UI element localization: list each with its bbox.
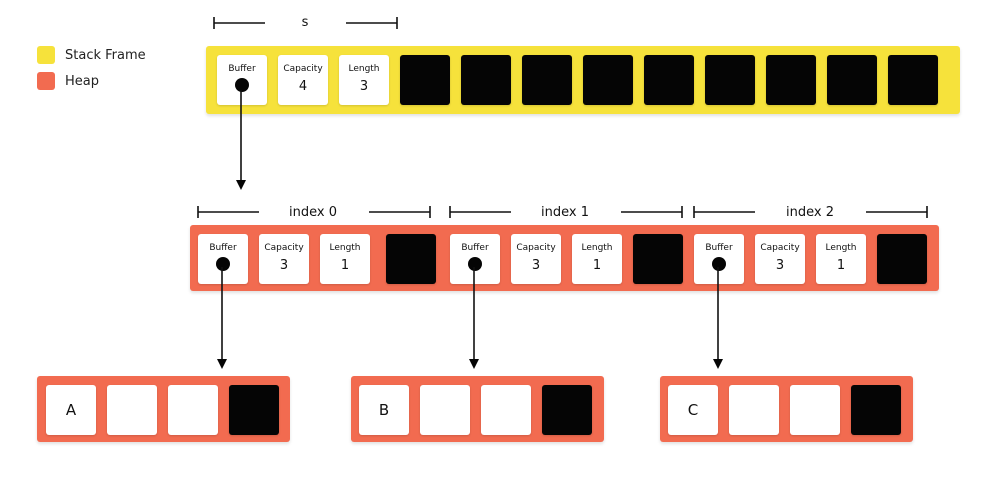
element-1-capacity-cell: Capacity 3 — [511, 234, 561, 284]
stack-unused-block — [766, 55, 816, 105]
buffer-a-item-cell: A — [46, 385, 96, 435]
legend-heap-swatch — [37, 72, 55, 90]
index-1-label: index 1 — [541, 205, 589, 220]
element-0-pointer-dot — [216, 257, 230, 271]
index-1-bracket — [449, 206, 683, 218]
stack-unused-block — [705, 55, 755, 105]
buffer-a-unused-block — [229, 385, 279, 435]
stack-buffer-pointer-dot — [235, 78, 249, 92]
index-2-bracket — [693, 206, 928, 218]
element-0-capacity-title: Capacity — [264, 243, 304, 253]
buffer-b: B — [351, 376, 604, 442]
buffer-a: A — [37, 376, 290, 442]
buffer-c-item-cell: C — [668, 385, 718, 435]
element-2-buffer-cell: Buffer — [694, 234, 744, 284]
buffer-c-empty-slot — [729, 385, 779, 435]
element-1-length-value: 1 — [592, 258, 602, 273]
stack-unused-block — [461, 55, 511, 105]
element-0-buffer-cell: Buffer — [198, 234, 248, 284]
index-0-bracket — [197, 206, 431, 218]
stack-capacity-value: 4 — [298, 79, 308, 94]
element-1-buffer-title: Buffer — [461, 243, 489, 253]
element-2-unused-block — [877, 234, 927, 284]
element-2-length-title: Length — [825, 243, 857, 253]
buffer-a-letter: A — [65, 401, 77, 419]
element-2-buffer-title: Buffer — [705, 243, 733, 253]
buffer-b-unused-block — [542, 385, 592, 435]
stack-unused-block — [522, 55, 572, 105]
stack-length-value: 3 — [359, 79, 369, 94]
element-1-unused-block — [633, 234, 683, 284]
stack-unused-block — [827, 55, 877, 105]
element-0-length-value: 1 — [340, 258, 350, 273]
buffer-c-empty-slot — [790, 385, 840, 435]
element-2-capacity-title: Capacity — [760, 243, 800, 253]
legend-stack-label: Stack Frame — [65, 48, 146, 63]
legend-heap-label: Heap — [65, 74, 99, 89]
stack-length-title: Length — [348, 64, 380, 74]
element-1-capacity-value: 3 — [531, 258, 541, 273]
stack-capacity-cell: Capacity 4 — [278, 55, 328, 105]
stack-unused-block — [644, 55, 694, 105]
buffer-b-empty-slot — [420, 385, 470, 435]
element-1-length-title: Length — [581, 243, 613, 253]
element-2-capacity-value: 3 — [775, 258, 785, 273]
stack-length-cell: Length 3 — [339, 55, 389, 105]
stack-unused-block — [400, 55, 450, 105]
element-1-pointer-dot — [468, 257, 482, 271]
element-1-length-cell: Length 1 — [572, 234, 622, 284]
element-0-capacity-cell: Capacity 3 — [259, 234, 309, 284]
element-2-length-cell: Length 1 — [816, 234, 866, 284]
buffer-c-letter: C — [687, 401, 699, 419]
element-2-pointer-dot — [712, 257, 726, 271]
stack-capacity-title: Capacity — [283, 64, 323, 74]
legend-stack-swatch — [37, 46, 55, 64]
stack-size-bracket — [213, 17, 398, 29]
buffer-b-item-cell: B — [359, 385, 409, 435]
index-0-label: index 0 — [289, 205, 337, 220]
element-2-capacity-cell: Capacity 3 — [755, 234, 805, 284]
buffer-b-empty-slot — [481, 385, 531, 435]
element-0-buffer-title: Buffer — [209, 243, 237, 253]
stack-buffer-title: Buffer — [228, 64, 256, 74]
index-2-label: index 2 — [786, 205, 834, 220]
element-1-capacity-title: Capacity — [516, 243, 556, 253]
element-0-capacity-value: 3 — [279, 258, 289, 273]
buffer-b-letter: B — [378, 401, 390, 419]
buffer-a-empty-slot — [107, 385, 157, 435]
element-1-buffer-cell: Buffer — [450, 234, 500, 284]
buffer-c-unused-block — [851, 385, 901, 435]
element-0-length-cell: Length 1 — [320, 234, 370, 284]
stack-brace-label: s — [301, 15, 309, 30]
stack-buffer-cell: Buffer — [217, 55, 267, 105]
stack-unused-block — [583, 55, 633, 105]
buffer-c: C — [660, 376, 913, 442]
element-0-length-title: Length — [329, 243, 361, 253]
buffer-a-empty-slot — [168, 385, 218, 435]
element-0-unused-block — [386, 234, 436, 284]
stack-frame: Buffer Capacity 4 Length 3 — [206, 46, 960, 114]
heap-vector: Buffer Capacity 3 Length 1 Buffer Capaci… — [190, 225, 939, 291]
stack-unused-block — [888, 55, 938, 105]
element-2-length-value: 1 — [836, 258, 846, 273]
